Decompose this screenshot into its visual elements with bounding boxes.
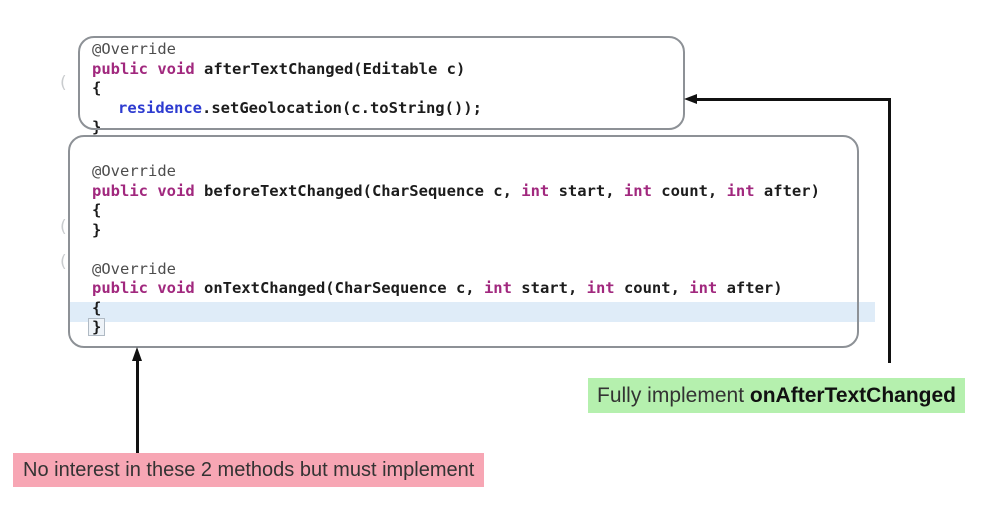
code-token: @Override xyxy=(92,259,176,278)
code-line: } xyxy=(92,118,482,138)
code-token: public void xyxy=(92,279,204,297)
arrow-to-empty-methods xyxy=(136,360,139,453)
code-line: { xyxy=(92,299,820,319)
code-token: int xyxy=(521,181,550,200)
code-token: afterTextChanged(Editable c) xyxy=(203,59,466,78)
code-line: residence.setGeolocation(c.toString()); xyxy=(92,99,482,119)
code-line: @Override xyxy=(92,40,482,60)
code-token: public void xyxy=(92,59,204,78)
highlighted-code-row xyxy=(68,302,875,322)
code-token: beforeTextChanged(CharSequence c, xyxy=(203,181,522,200)
code-line: @Override xyxy=(92,162,820,182)
pink-callout-label: No interest in these 2 methods but must … xyxy=(13,453,485,487)
code-token: int xyxy=(689,279,718,297)
green-callout-emphasis: onAfterTextChanged xyxy=(749,384,957,407)
code-token: start, xyxy=(511,279,587,297)
code-token: after) xyxy=(717,279,783,297)
code-token: { xyxy=(92,79,102,97)
code-line: public void beforeTextChanged(CharSequen… xyxy=(92,182,820,202)
gutter-fold-icon: ( xyxy=(60,217,67,237)
code-box-aftertextchanged xyxy=(78,36,685,130)
code-token: .setGeolocation(c.toString()); xyxy=(202,98,482,117)
code-line: } xyxy=(88,318,820,338)
arrowhead-up-icon xyxy=(131,347,142,361)
code-token: int xyxy=(483,279,512,297)
green-callout-text: Fully implement xyxy=(597,384,750,407)
code-token: @Override xyxy=(92,40,176,58)
code-line: @Override xyxy=(92,260,820,280)
code-line: } xyxy=(92,221,820,241)
code-token: } xyxy=(92,220,102,239)
code-token: { xyxy=(92,201,102,219)
code-line: { xyxy=(92,201,820,221)
code-line: public void afterTextChanged(Editable c) xyxy=(92,60,482,80)
arrow-vertical-segment xyxy=(888,98,891,363)
gutter-fold-icon: ( xyxy=(60,73,67,93)
gutter-fold-icon: ( xyxy=(60,252,67,272)
code-token: start, xyxy=(549,181,624,200)
code-token: public void xyxy=(92,181,204,200)
code-line: { xyxy=(92,79,482,99)
code-token: after) xyxy=(754,181,820,200)
code-token: } xyxy=(92,118,102,136)
arrowhead-left-icon xyxy=(684,94,697,104)
brace-match-box: } xyxy=(88,318,106,336)
code-token: int xyxy=(623,181,652,200)
code-token: int xyxy=(726,181,755,200)
code-token: int xyxy=(586,279,615,297)
code-token: { xyxy=(92,298,102,317)
arrow-to-aftertextchanged-box xyxy=(696,98,890,101)
green-callout-label: Fully implement onAfterTextChanged xyxy=(588,378,966,413)
code-line: public void onTextChanged(CharSequence c… xyxy=(92,279,820,299)
code-token: @Override xyxy=(92,162,176,180)
code-token: count, xyxy=(651,181,727,200)
code-box-empty-methods xyxy=(68,135,859,348)
code-token: onTextChanged(CharSequence c, xyxy=(203,279,484,297)
code-token: residence xyxy=(118,98,202,117)
code-token: count, xyxy=(614,279,690,297)
